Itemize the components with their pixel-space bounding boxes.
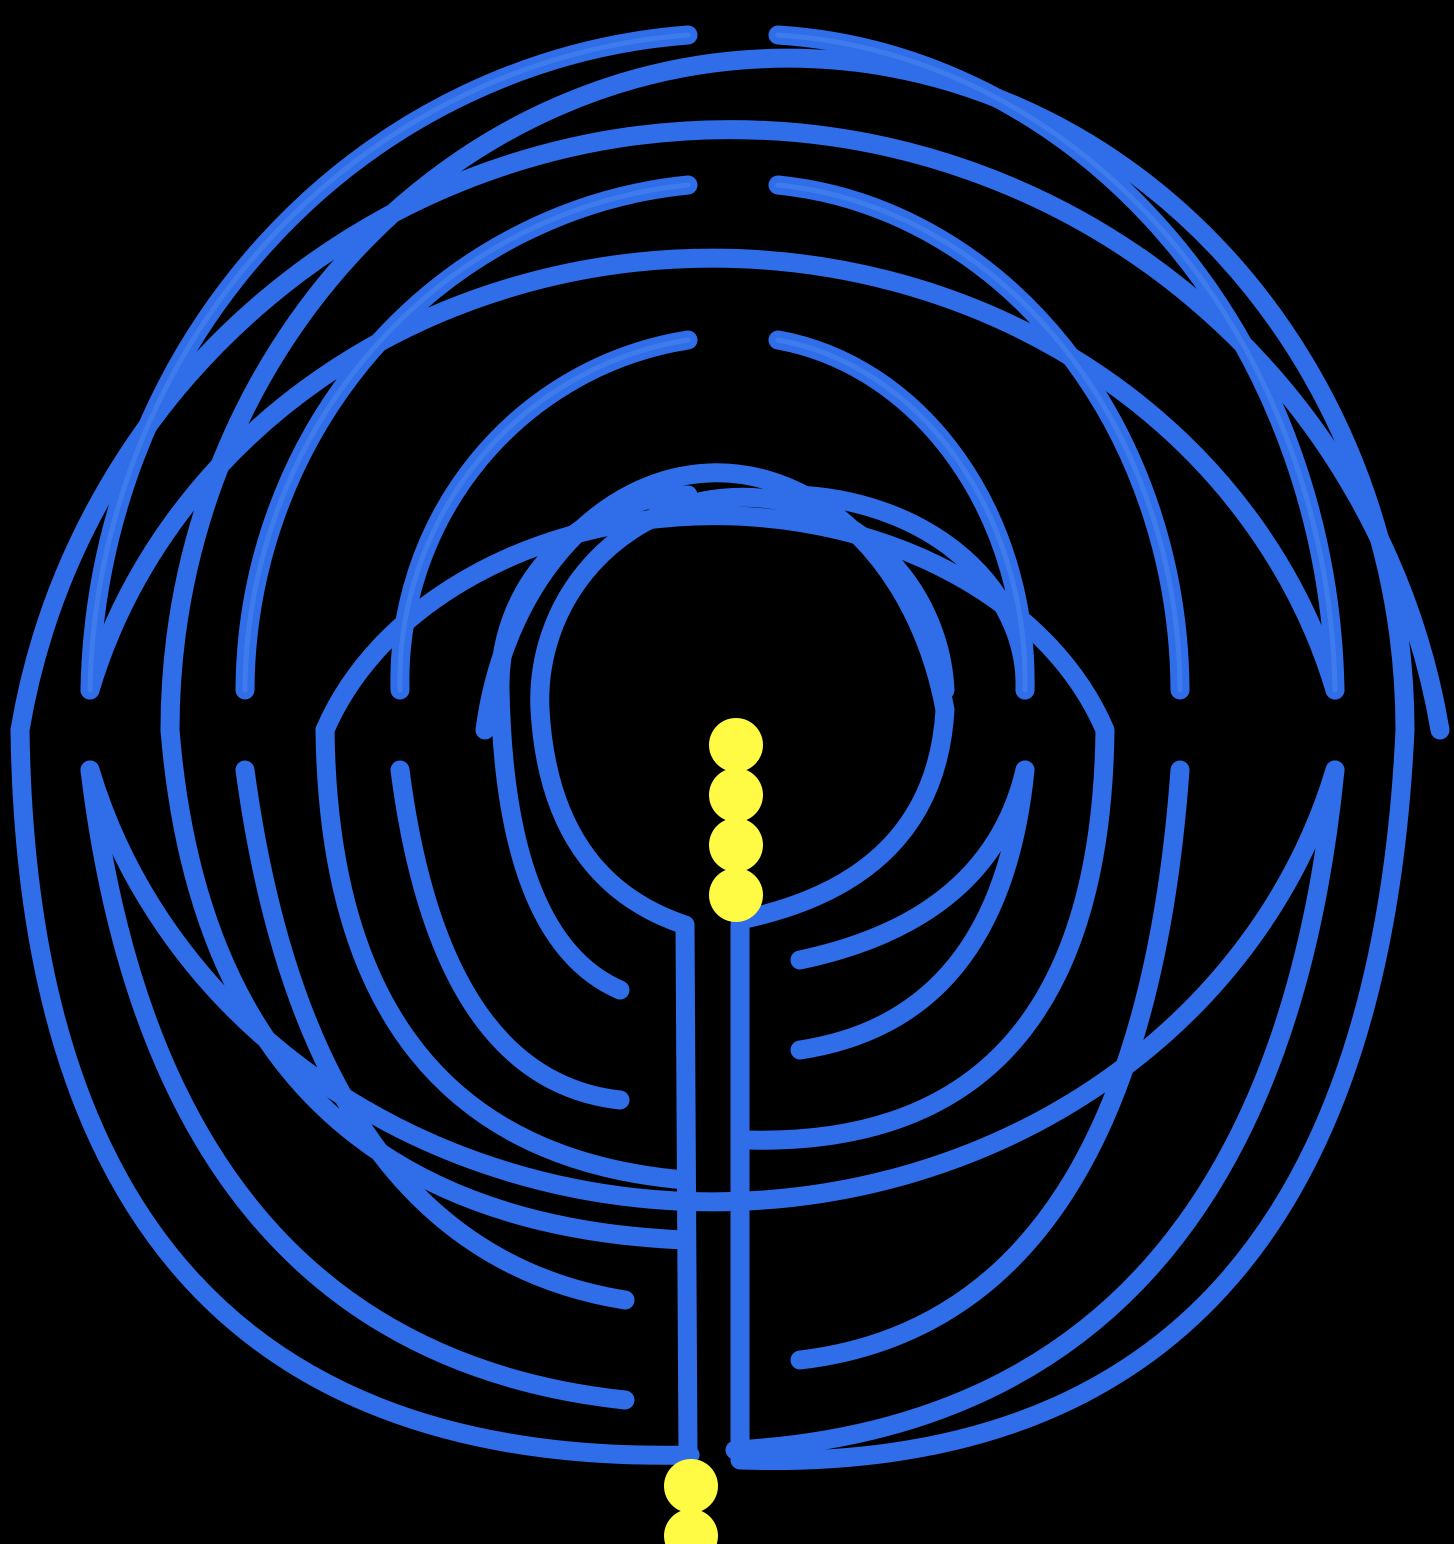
token[interactable] bbox=[709, 718, 763, 772]
token[interactable] bbox=[709, 868, 763, 922]
token[interactable] bbox=[709, 818, 763, 872]
entrance-token-stack[interactable] bbox=[664, 1459, 718, 1544]
wall-spine-left bbox=[685, 925, 688, 1455]
token[interactable] bbox=[664, 1459, 718, 1513]
token[interactable] bbox=[709, 768, 763, 822]
